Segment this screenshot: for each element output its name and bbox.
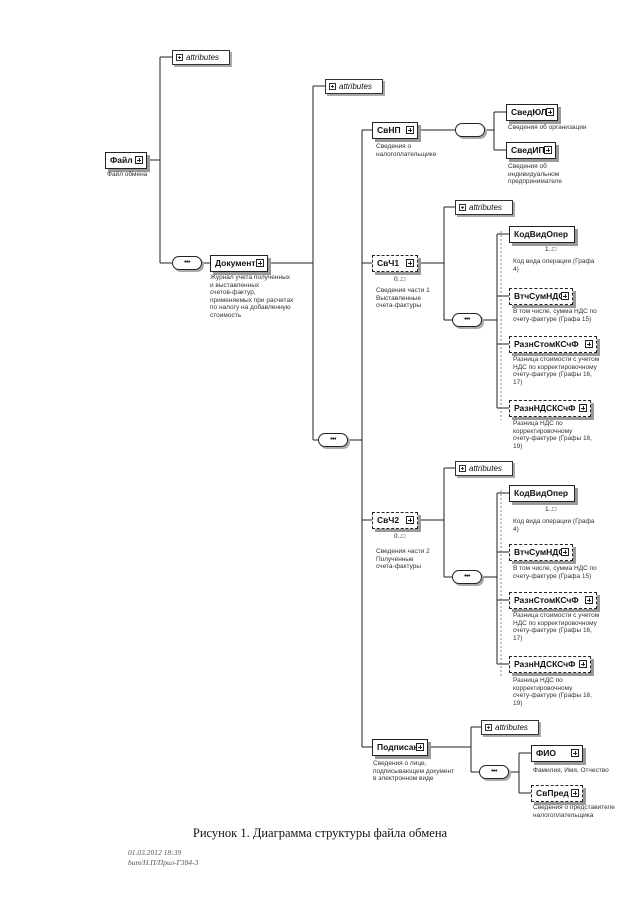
element-label: Файл <box>110 155 133 165</box>
element-description: Файл обмена <box>107 171 148 178</box>
expand-plus-icon[interactable] <box>571 789 579 797</box>
element-label: ВтчСумНДС <box>514 547 565 557</box>
expand-plus-icon[interactable] <box>585 596 593 604</box>
element-label: Документ <box>215 258 256 268</box>
element-label: КодВидОпер <box>514 229 569 239</box>
attributes-label: attributes <box>469 464 502 473</box>
element-label: КодВидОпер <box>514 488 569 498</box>
expand-plus-icon[interactable] <box>406 516 414 524</box>
element-label: СвЧ2 <box>377 515 400 525</box>
element-razndskschf-2[interactable]: РазнНДСКСчФ <box>509 656 591 673</box>
expand-plus-icon[interactable] <box>585 340 593 348</box>
attributes-box-svch1[interactable]: attributes <box>455 200 513 215</box>
element-label: Подписант <box>377 742 423 752</box>
cardinality-label: 1..□ <box>545 246 557 253</box>
sequence-compositor-svch1[interactable]: ••• <box>452 313 482 327</box>
cardinality-label: 0..□ <box>394 276 406 283</box>
attributes-box-podpisant[interactable]: attributes <box>481 720 539 735</box>
element-svedip[interactable]: СведИП <box>506 142 556 159</box>
element-label: РазнСтомКСчФ <box>514 595 579 605</box>
element-svedyul[interactable]: СведЮЛ <box>506 104 558 121</box>
element-podpisant[interactable]: Подписант <box>372 739 428 756</box>
expand-plus-icon[interactable] <box>135 156 143 164</box>
element-label: ФИО <box>536 748 556 758</box>
expand-plus-icon[interactable] <box>561 548 569 556</box>
element-raznstomkschf-2[interactable]: РазнСтомКСчФ <box>509 592 597 609</box>
element-description: Фамилия, Имя, Отчество <box>533 767 609 774</box>
expand-plus-icon <box>176 54 183 61</box>
expand-plus-icon[interactable] <box>571 749 579 757</box>
attributes-box-svch2[interactable]: attributes <box>455 461 513 476</box>
element-kodvidoper-2[interactable]: КодВидОпер <box>509 485 575 502</box>
attributes-label: attributes <box>469 203 502 212</box>
expand-plus-icon <box>459 204 466 211</box>
expand-plus-icon[interactable] <box>561 292 569 300</box>
element-label: ВтчСумНДС <box>514 291 565 301</box>
figure-caption: Рисунок 1. Диаграмма структуры файла обм… <box>192 826 448 840</box>
expand-plus-icon[interactable] <box>546 108 554 116</box>
element-label: СведЮЛ <box>511 107 547 117</box>
element-fail[interactable]: Файл <box>105 152 147 169</box>
expand-plus-icon[interactable] <box>256 259 264 267</box>
expand-plus-icon[interactable] <box>416 743 424 751</box>
sequence-compositor-svch2[interactable]: ••• <box>452 570 482 584</box>
expand-plus-icon <box>329 83 336 90</box>
element-description: Сведения об организации <box>508 124 587 131</box>
element-label: РазнСтомКСчФ <box>514 339 579 349</box>
sequence-compositor-fail[interactable]: ••• <box>172 256 202 270</box>
element-svpred[interactable]: СвПред <box>531 785 583 802</box>
element-vtchsumnds-1[interactable]: ВтчСумНДС <box>509 288 573 305</box>
cardinality-label: 1..□ <box>545 506 557 513</box>
element-fio[interactable]: ФИО <box>531 745 583 762</box>
attributes-label: attributes <box>186 53 219 62</box>
element-label: РазнНДСКСчФ <box>514 659 576 669</box>
element-svch2[interactable]: СвЧ2 <box>372 512 418 529</box>
element-kodvidoper-1[interactable]: КодВидОпер <box>509 226 575 243</box>
element-vtchsumnds-2[interactable]: ВтчСумНДС <box>509 544 573 561</box>
element-razndskschf-1[interactable]: РазнНДСКСчФ <box>509 400 591 417</box>
sequence-compositor-dokument[interactable]: ••• <box>318 433 348 447</box>
element-label: СведИП <box>511 145 545 155</box>
element-raznstomkschf-1[interactable]: РазнСтомКСчФ <box>509 336 597 353</box>
element-dokument[interactable]: Документ <box>210 255 268 272</box>
expand-plus-icon[interactable] <box>406 126 414 134</box>
expand-plus-icon <box>459 465 466 472</box>
expand-plus-icon <box>485 724 492 731</box>
sequence-compositor-podpisant[interactable]: ••• <box>479 765 509 779</box>
element-label: РазнНДСКСчФ <box>514 403 576 413</box>
expand-plus-icon[interactable] <box>544 146 552 154</box>
element-svch1[interactable]: СвЧ1 <box>372 255 418 272</box>
attributes-label: attributes <box>495 723 528 732</box>
choice-compositor-svnp[interactable] <box>455 123 485 137</box>
attributes-box-dokument[interactable]: attributes <box>325 79 383 94</box>
element-label: СвЧ1 <box>377 258 400 268</box>
cardinality-label: 0..□ <box>394 533 406 540</box>
expand-plus-icon[interactable] <box>406 259 414 267</box>
attributes-box-fail[interactable]: attributes <box>172 50 230 65</box>
expand-plus-icon[interactable] <box>579 660 587 668</box>
attributes-label: attributes <box>339 82 372 91</box>
expand-plus-icon[interactable] <box>579 404 587 412</box>
element-label: СвНП <box>377 125 401 135</box>
element-svnp[interactable]: СвНП <box>372 122 418 139</box>
element-label: СвПред <box>536 788 569 798</box>
